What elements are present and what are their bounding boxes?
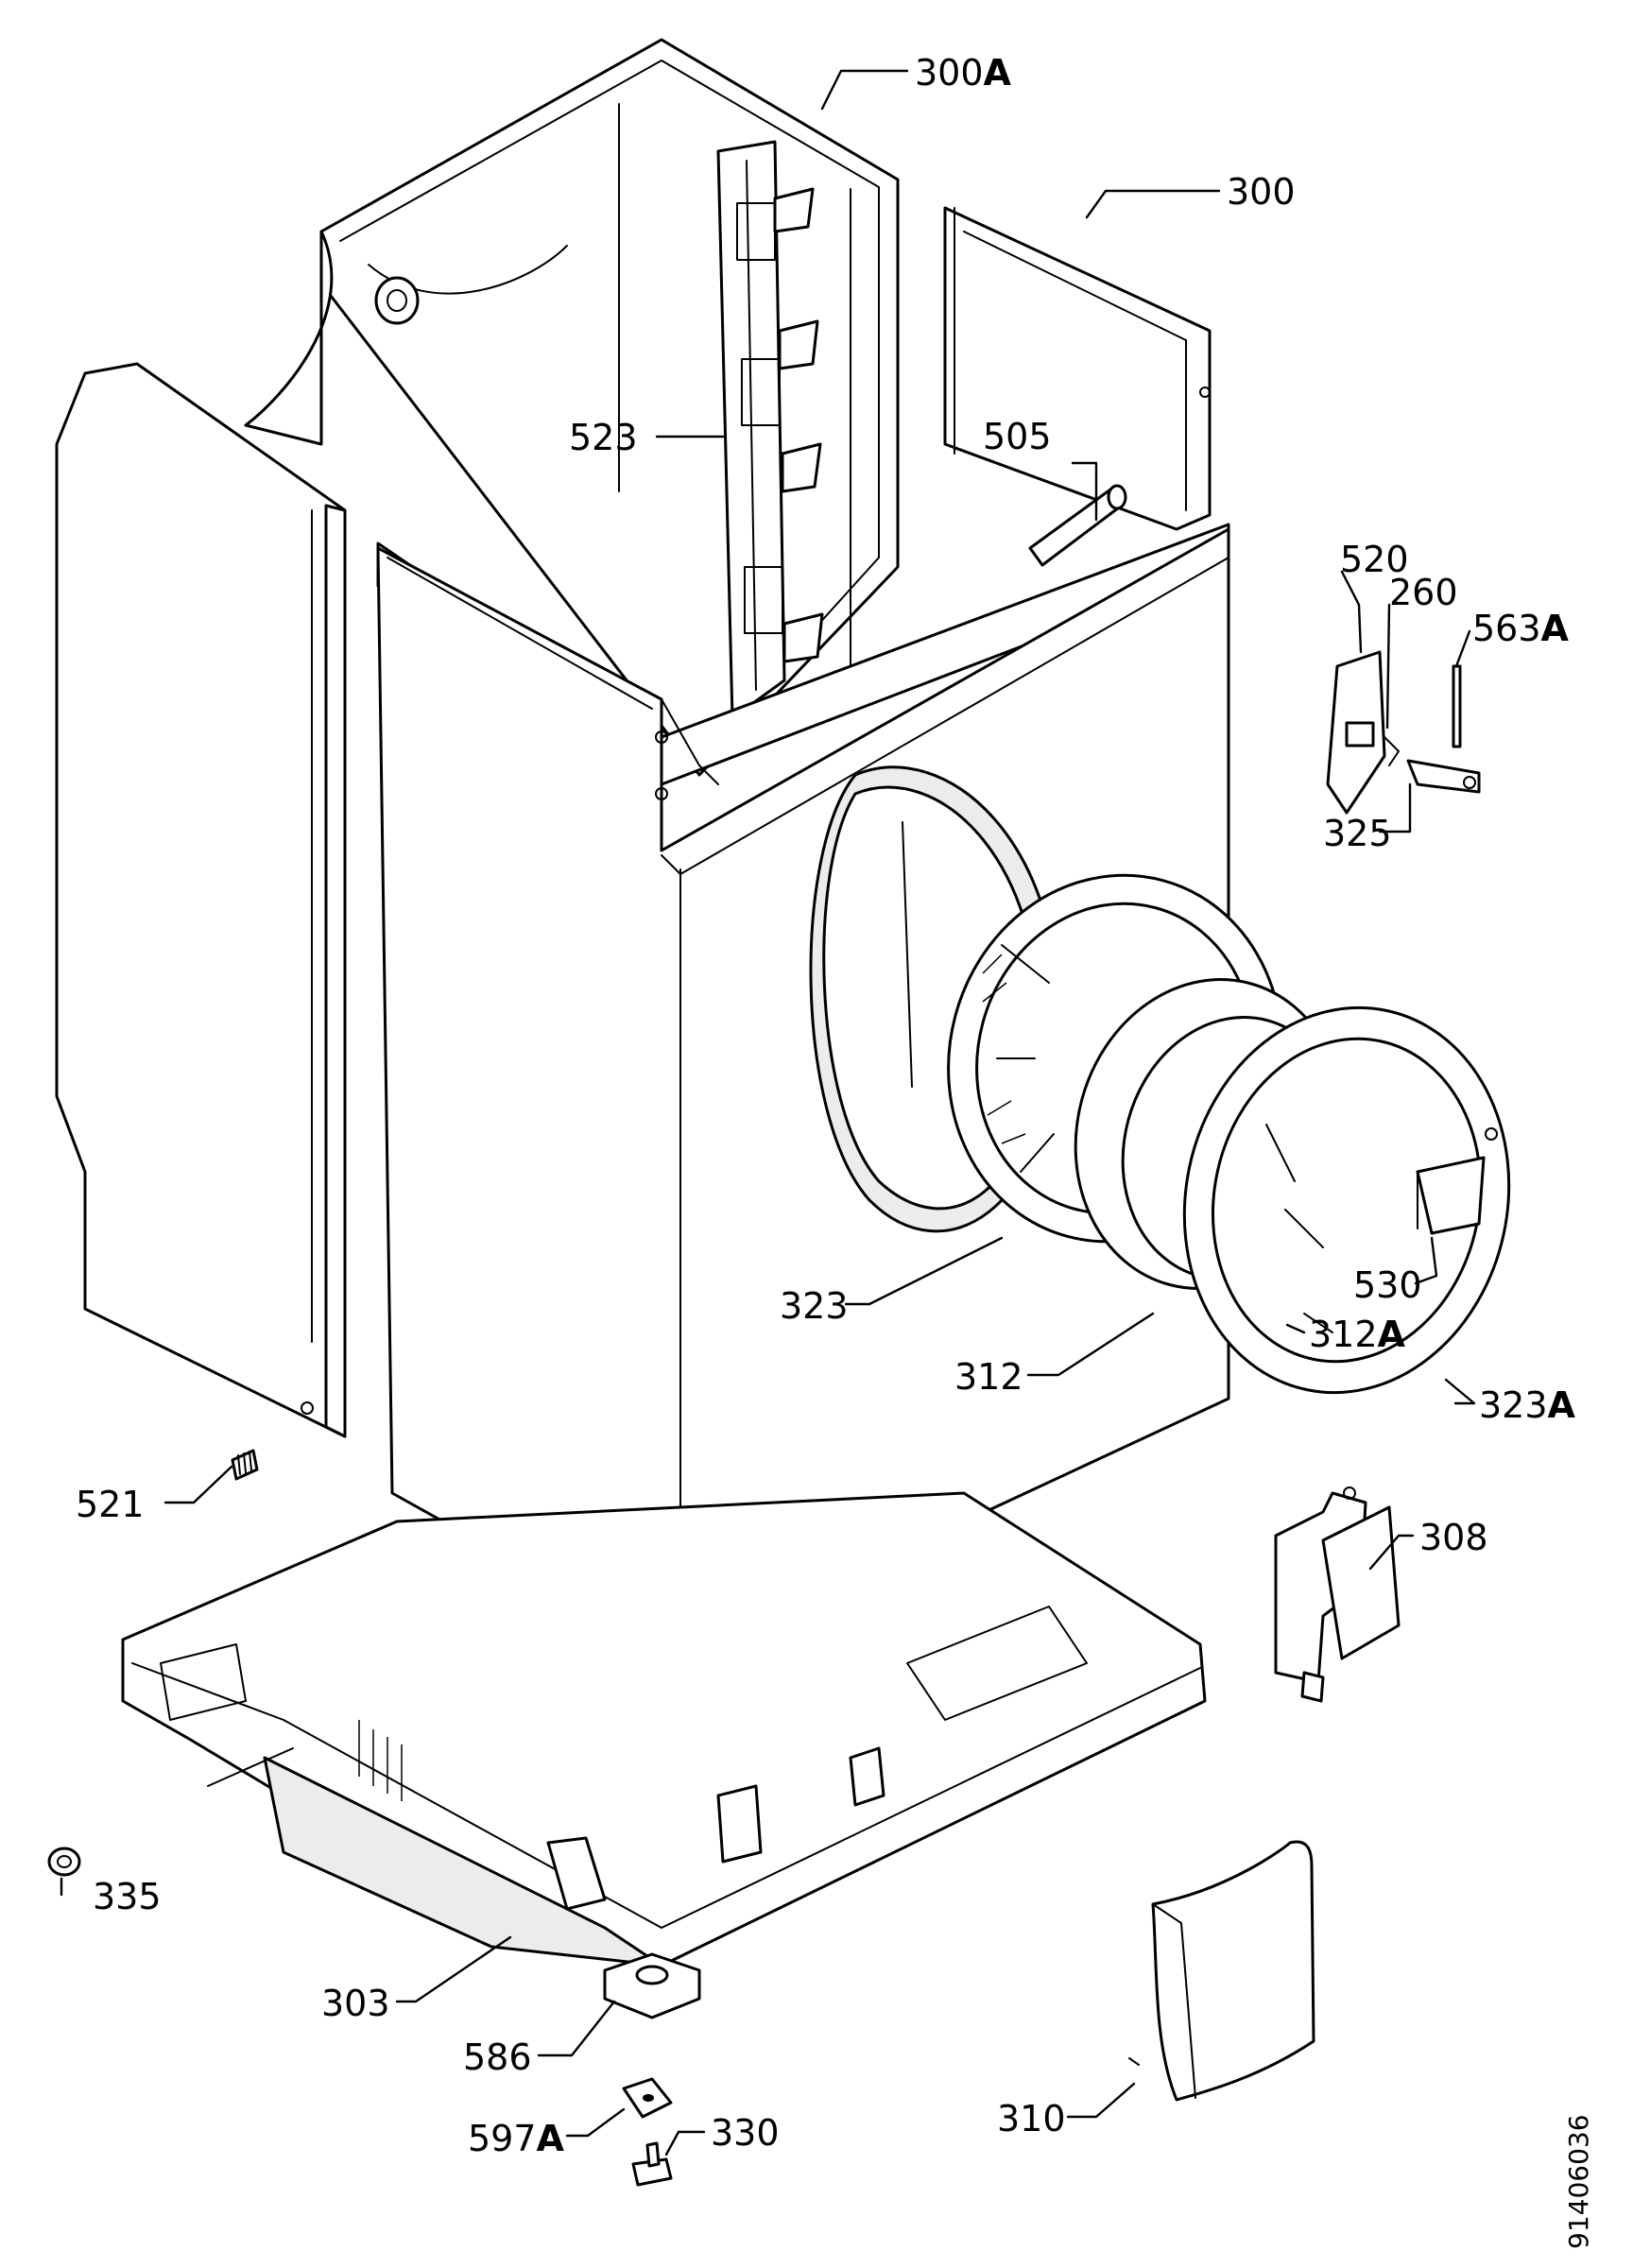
square-nut (622, 2077, 673, 2119)
callout-520: 520 (1340, 539, 1409, 580)
filter-tube (1028, 484, 1127, 567)
leader-lines (60, 69, 1476, 2156)
screw (231, 1449, 259, 1481)
door-lock-assembly (1326, 650, 1481, 815)
door-handle (1416, 1156, 1486, 1235)
cable-rail (716, 140, 824, 720)
callout-260: 260 (1389, 572, 1458, 613)
callout-300A: 300A (915, 52, 1012, 94)
door-hinge (1274, 1486, 1401, 1703)
nut (47, 1847, 81, 1877)
callout-563A: 563A (1472, 608, 1570, 649)
callout-323: 323 (780, 1285, 849, 1327)
left-side-panel (55, 362, 347, 1438)
callout-325: 325 (1323, 813, 1392, 854)
callout-335: 335 (93, 1876, 162, 1917)
callout-308: 308 (1419, 1517, 1488, 1558)
callout-323A: 323A (1479, 1384, 1576, 1426)
callout-523: 523 (569, 417, 638, 458)
callout-597A: 597A (468, 2118, 565, 2159)
callout-312: 312 (954, 1356, 1023, 1398)
right-side-panel (943, 206, 1212, 531)
callout-521: 521 (76, 1484, 145, 1525)
filter-cover (1128, 1840, 1315, 2102)
door-outer-ring (1182, 1005, 1511, 1395)
base-frame (121, 1491, 1207, 1967)
callout-303: 303 (321, 1983, 390, 2024)
callout-505: 505 (983, 416, 1052, 457)
callout-330: 330 (711, 2112, 780, 2154)
adjustable-foot (603, 1952, 701, 2019)
callout-312A: 312A (1309, 1314, 1406, 1355)
callout-300: 300 (1227, 171, 1296, 213)
callout-310: 310 (997, 2098, 1066, 2139)
document-number: 91406036 (1563, 2114, 1594, 2249)
callout-586: 586 (463, 2036, 532, 2078)
callout-530: 530 (1353, 1264, 1422, 1306)
foot-screw (631, 2141, 673, 2187)
